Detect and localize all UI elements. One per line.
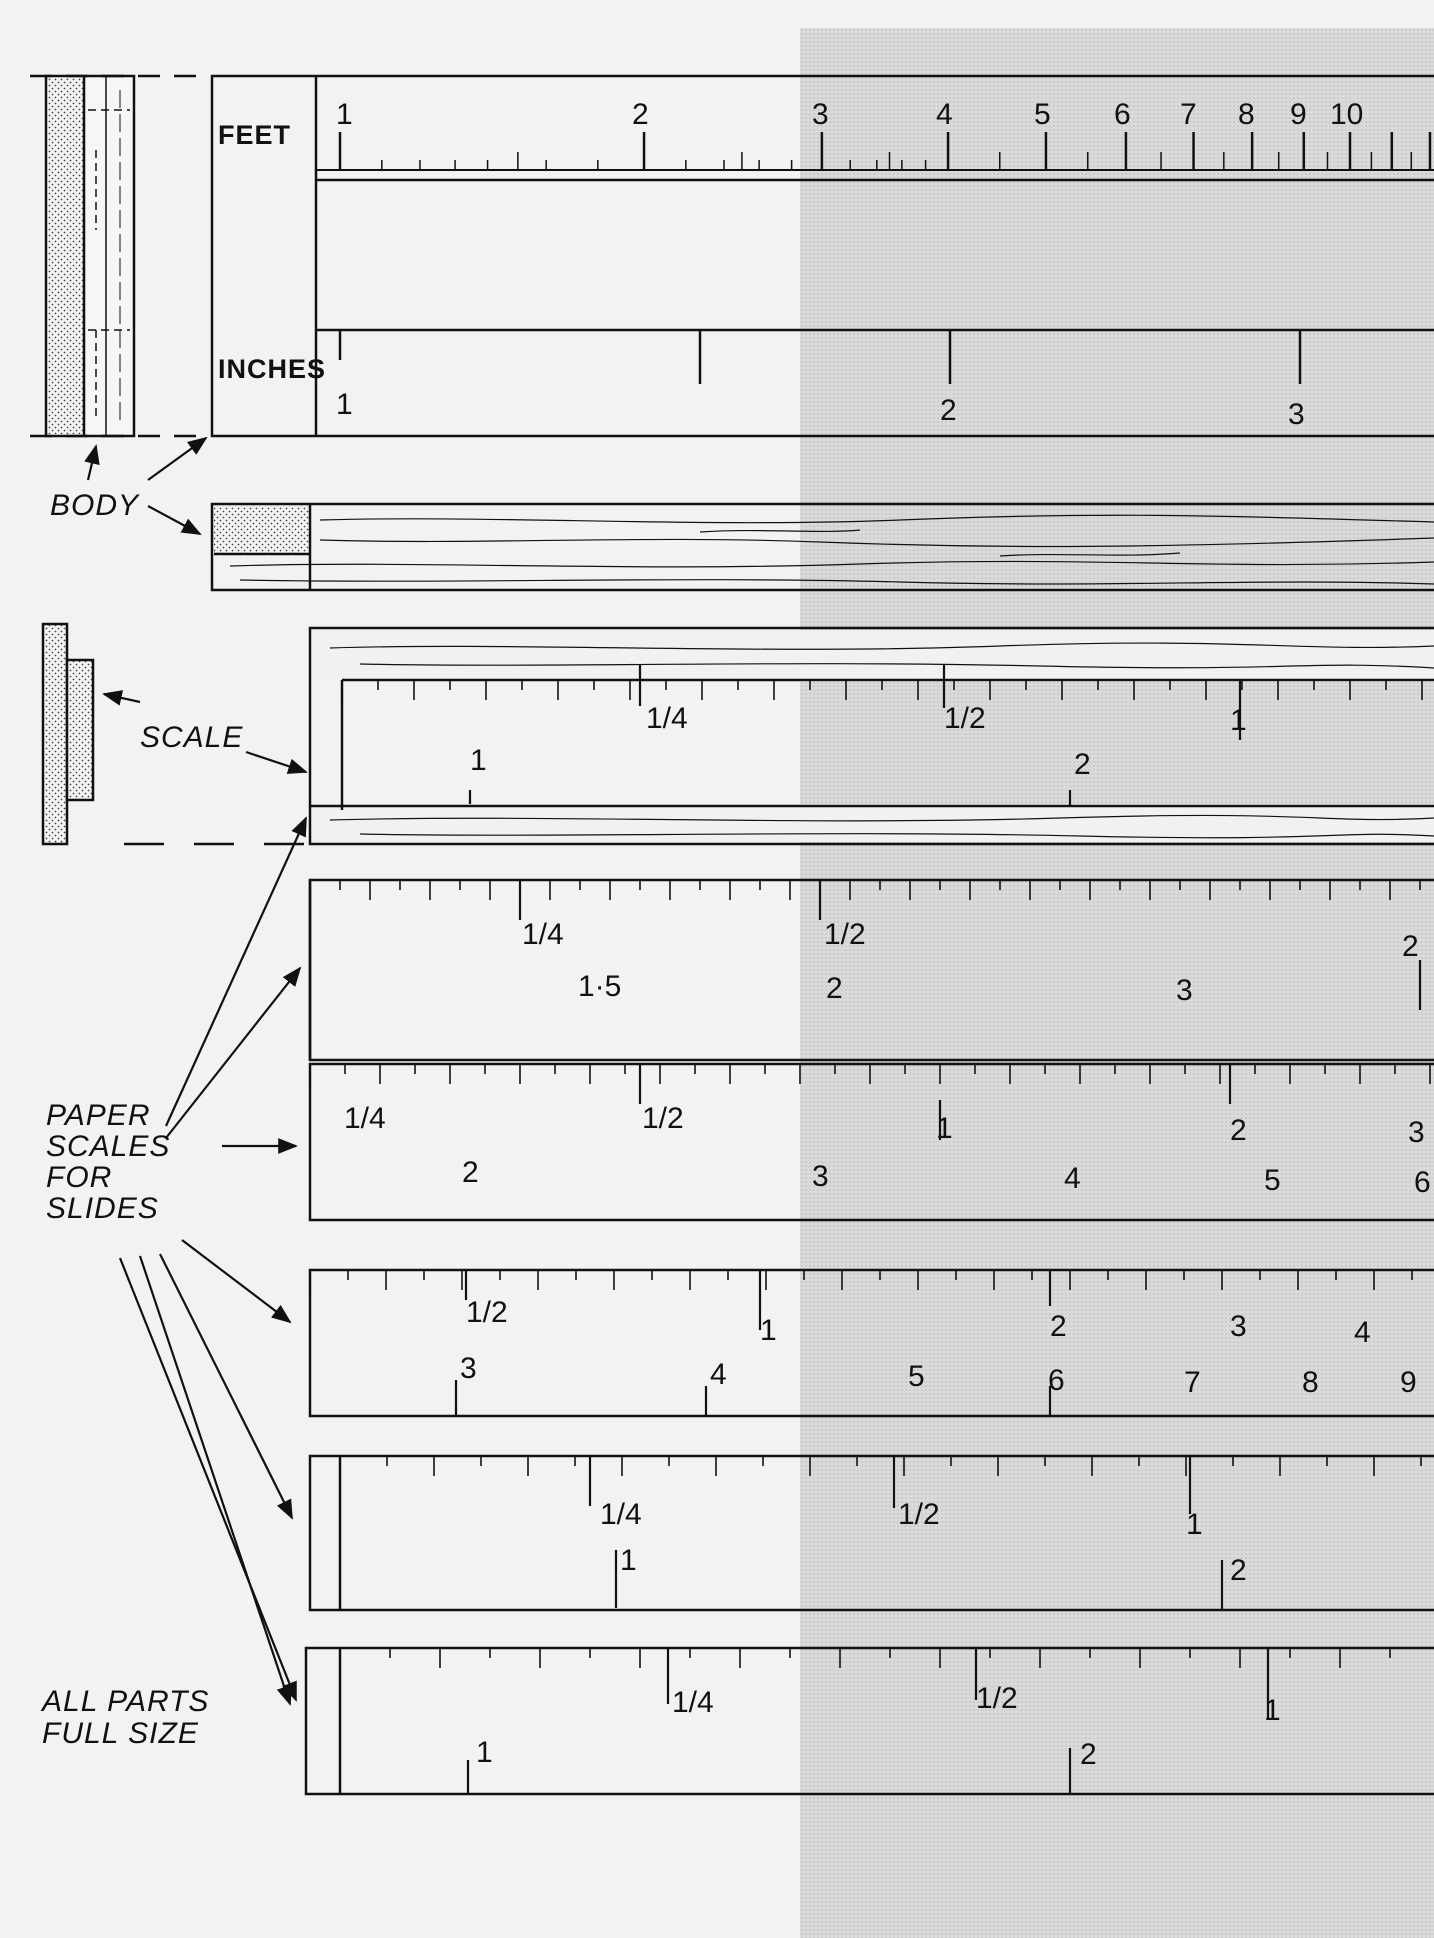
slide-mark: 5 [1264,1164,1281,1197]
slide-mark: 3 [1408,1116,1425,1149]
slide-mark: 4 [1064,1162,1081,1195]
slide-mark: 7 [1184,1366,1201,1399]
slide-mark: 1 [1186,1508,1203,1541]
inches-label: INCHES [218,354,327,384]
slide-mark: 2 [1080,1738,1097,1771]
slide-mark: 9 [1400,1366,1417,1399]
slide-mark: 8 [1302,1366,1319,1399]
slide-mark: 3 [1176,974,1193,1007]
slide-mark: 1/2 [976,1682,1018,1715]
body-label: BODY [50,489,140,522]
slide-mark: 1 [620,1544,637,1577]
slide-mark: 1/4 [600,1498,642,1531]
slide-mark: 1/4 [522,918,564,951]
slide-mark: 1/2 [824,918,866,951]
all-parts-label: ALL PARTS FULL SIZE [42,1685,210,1750]
slide-mark: 1/2 [466,1296,508,1329]
feet-label: FEET [218,120,292,150]
slide-mark: 4 [710,1358,727,1391]
slide-4-marks: 1/2 1 2 3 4 3 4 5 6 7 8 9 [460,1296,1417,1399]
slide-mark: 2 [1402,930,1419,963]
slide-mark: 3 [1230,1310,1247,1343]
body-section-drawing [44,74,136,438]
slide-mark: 5 [908,1360,925,1393]
slide-mark: 2 [1230,1114,1247,1147]
slide-mark: 1/2 [642,1102,684,1135]
arrows [84,436,308,1706]
scale-label: SCALE [140,721,244,754]
slide-mark: 3 [460,1352,477,1385]
scale-section-drawing [41,622,310,846]
slide-mark: 1·5 [578,970,621,1003]
slide-mark: 2 [1074,748,1091,781]
slide-mark: 2 [826,972,843,1005]
feet-tick-label: 8 [1238,98,1255,131]
paper-scales-label: PAPER SCALES FOR SLIDES [46,1099,171,1225]
inch-tick-label: 1 [336,388,353,421]
feet-tick-label: 1 [336,98,353,131]
feet-tick-label: 4 [936,98,953,131]
slide-mark: 3 [812,1160,829,1193]
feet-tick-label: 7 [1180,98,1197,131]
slide-6-marks: 1/4 1/2 1 1 2 [476,1682,1281,1771]
slide-mark: 1/4 [646,702,688,735]
slide-1-marks: 1/4 1/2 1 1 2 [470,702,1247,781]
slide-mark: 1 [476,1736,493,1769]
slide-mark: 6 [1048,1364,1065,1397]
slide-mark: 1/4 [344,1102,386,1135]
slide-mark: 2 [1050,1310,1067,1343]
inch-tick-label: 2 [940,394,957,427]
slide-mark: 1 [1230,704,1247,737]
wood-grain-scale [329,642,1434,839]
slide-mark: 1/4 [672,1686,714,1719]
slide-mark: 1 [1264,1694,1281,1727]
slider-body-drawing [210,502,1434,592]
halftone-background [800,28,1434,1938]
top-rule-frame [210,74,1434,438]
inch-tick-label: 3 [1288,398,1305,431]
slide-mark: 4 [1354,1316,1371,1349]
feet-tick-label: 5 [1034,98,1051,131]
slide-mark: 1 [470,744,487,777]
feet-tick-label: 2 [632,98,649,131]
feet-tick-label: 6 [1114,98,1131,131]
tick-marks [309,132,1434,1794]
slide-5-marks: 1/4 1/2 1 1 2 [600,1498,1247,1587]
top-rule-numbers: 1 2 3 4 5 6 7 8 9 10 1 2 3 [336,98,1363,431]
slide-mark: 1/2 [898,1498,940,1531]
slide-mark: 1/2 [944,702,986,735]
slide-mark: 1 [936,1112,953,1145]
feet-tick-label: 3 [812,98,829,131]
slide-mark: 2 [1230,1554,1247,1587]
slide-3-marks: 1/4 1/2 1 2 3 2 3 4 5 6 [344,1102,1431,1199]
guide-lines [30,74,210,438]
slide-mark: 2 [462,1156,479,1189]
slide-mark: 6 [1414,1166,1431,1199]
feet-tick-label: 9 [1290,98,1307,131]
slide-mark: 1 [760,1314,777,1347]
slide-2-marks: 1/4 1/2 1·5 2 3 2 [522,918,1419,1007]
feet-tick-label: 10 [1330,98,1363,131]
